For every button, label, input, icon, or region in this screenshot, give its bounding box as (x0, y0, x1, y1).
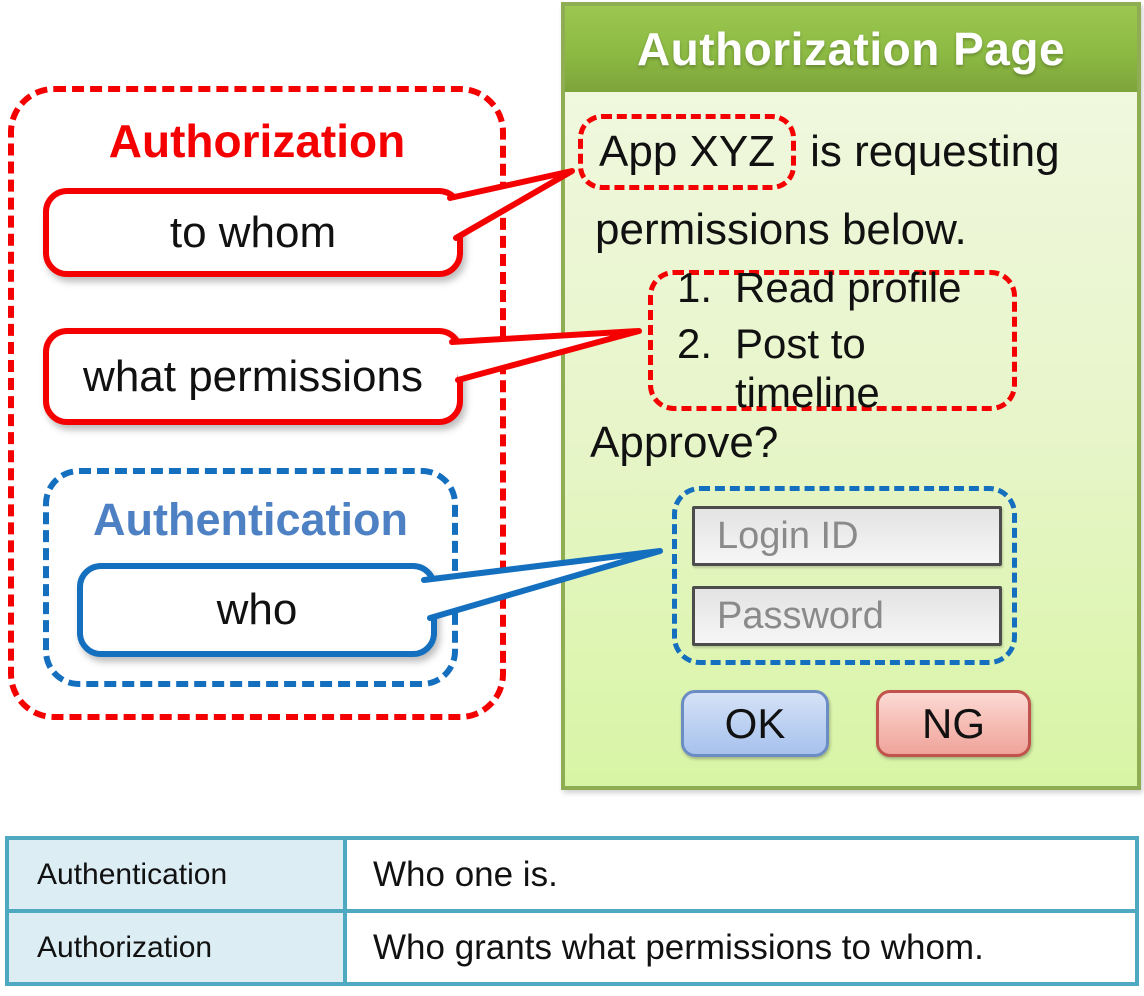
authorization-page-header: Authorization Page (565, 6, 1137, 92)
permission-label: Post to timeline (735, 320, 880, 416)
callout-to-whom: to whom (43, 188, 463, 277)
authentication-group-title: Authentication (93, 494, 408, 545)
ng-button[interactable]: NG (876, 690, 1031, 757)
definition-table: Authentication Who one is. Authorization… (5, 836, 1139, 986)
callout-who: who (77, 563, 437, 657)
callout-who-label: who (216, 585, 298, 634)
request-text-rest: is requesting (810, 127, 1060, 176)
callout-what-permissions-label: what permissions (83, 351, 423, 401)
page-title: Authorization Page (636, 23, 1066, 75)
callout-what-permissions: what permissions (43, 328, 463, 425)
permission-number: 2. (677, 320, 713, 368)
approve-prompt: Approve? (590, 418, 779, 467)
permission-item: 1. Read profile (677, 264, 1012, 312)
credentials-highlight-box (672, 486, 1017, 665)
permissions-highlight-box: 1. Read profile 2. Post to timeline (648, 264, 1017, 416)
authorization-page-panel: Authorization Page App XYZ is requesting… (561, 2, 1141, 790)
request-text-line2: permissions below. (595, 205, 967, 254)
table-definition-cell: Who one is. (347, 840, 1135, 909)
app-name-highlight-box: App XYZ (578, 114, 797, 190)
permission-number: 1. (677, 264, 713, 312)
table-term-cell: Authentication (9, 840, 343, 909)
authorization-group-title: Authorization (108, 115, 406, 167)
ok-button[interactable]: OK (681, 690, 829, 757)
table-definition-cell: Who grants what permissions to whom. (347, 913, 1135, 982)
table-term-cell: Authorization (9, 913, 343, 982)
login-id-input[interactable] (692, 506, 1002, 566)
permission-label: Read profile (735, 264, 962, 312)
request-text-line1: App XYZ is requesting (578, 114, 1060, 190)
authorization-group-outline (8, 86, 506, 720)
password-input[interactable] (692, 586, 1002, 646)
callout-to-whom-label: to whom (169, 207, 337, 257)
permission-item: 2. Post to timeline (677, 320, 1012, 417)
